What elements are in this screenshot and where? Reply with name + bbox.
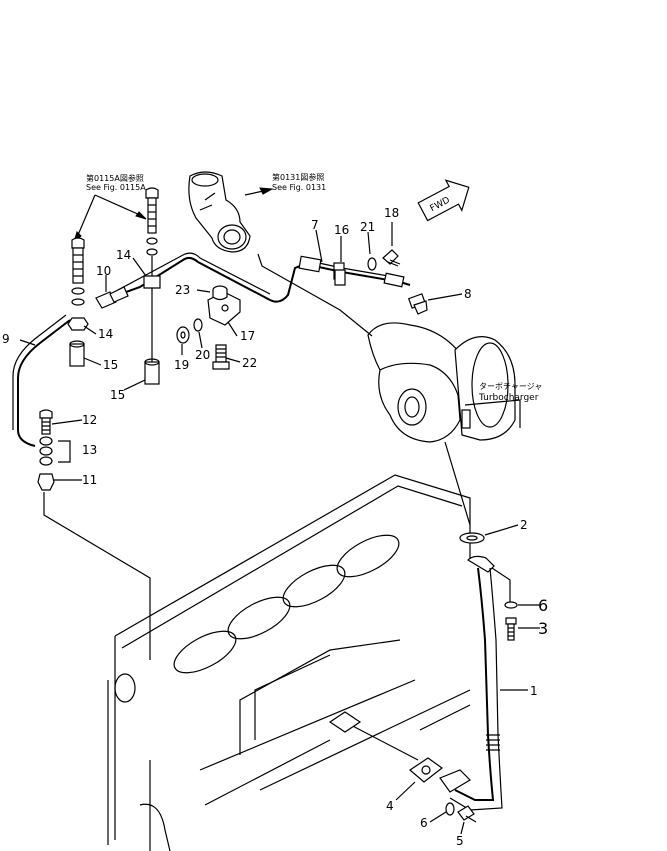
bolt-12	[39, 409, 53, 435]
part-label-11: 11	[82, 473, 97, 487]
part-label-8: 8	[464, 287, 472, 301]
bolt-5	[457, 805, 477, 823]
ref-fig-0131: See Fig. 0131	[272, 183, 326, 192]
oil-inlet-pipe	[117, 252, 411, 303]
part-label-7: 7	[311, 218, 319, 232]
washer-13	[39, 436, 53, 466]
part-label-16: 16	[334, 223, 349, 237]
part-label-9: 9	[2, 332, 10, 346]
nut-19	[176, 326, 190, 344]
gasket-2	[459, 532, 485, 544]
ref-fig-0115a-jp: 第0115A図参照	[86, 173, 144, 183]
part-label-14-left: 14	[98, 327, 113, 341]
ref-fig-0115a: See Fig. 0115A	[86, 183, 146, 192]
return-pipe-1	[439, 555, 503, 811]
ref-fig-0131-jp: 第0131図参照	[272, 172, 324, 182]
bolt-22	[212, 344, 230, 370]
connector-8	[407, 293, 428, 315]
part-label-4: 4	[386, 799, 394, 813]
turbocharger-label: Turbocharger	[478, 393, 539, 403]
center-bolt-stack	[143, 187, 161, 385]
part-labels: 7 16 21 18 8 10 14 23 14 15 15 9 12 13 1…	[2, 206, 548, 848]
part-label-15-left: 15	[103, 358, 118, 372]
part-label-14-top: 14	[116, 248, 131, 262]
part-label-5: 5	[456, 834, 464, 848]
part-label-15-center: 15	[110, 388, 125, 402]
hose-9	[12, 314, 71, 447]
part-label-19: 19	[174, 358, 189, 372]
part-label-3: 3	[538, 619, 548, 638]
fitting-11	[37, 473, 55, 491]
washer-20	[193, 318, 203, 332]
block-boss	[328, 711, 362, 733]
part-label-6-right: 6	[538, 596, 548, 615]
part-label-21: 21	[360, 220, 375, 234]
part-label-12: 12	[82, 413, 97, 427]
callout-leaders	[19, 222, 540, 835]
washer-6-bottom	[445, 802, 455, 816]
left-reference: 第0115A図参照 See Fig. 0115A	[73, 173, 147, 244]
connector-10	[95, 286, 129, 309]
turbocharger-label-jp: ターボチャージャ	[479, 382, 542, 391]
left-bolt-stack	[67, 237, 89, 367]
engine-block	[107, 474, 471, 851]
bolt-3	[505, 617, 517, 641]
bolt-18	[382, 249, 401, 267]
part-label-1: 1	[530, 684, 538, 698]
leader-lines	[43, 253, 511, 761]
washer-6-right	[504, 601, 518, 609]
part-label-23: 23	[175, 283, 190, 297]
washer-21	[367, 257, 377, 271]
part-label-18: 18	[384, 206, 399, 220]
part-label-17: 17	[240, 329, 255, 343]
part-label-20: 20	[195, 348, 210, 362]
part-label-13: 13	[82, 443, 97, 457]
part-label-22: 22	[242, 356, 257, 370]
fwd-arrow: FWD	[417, 179, 470, 222]
gasket-4	[409, 757, 444, 783]
spacer-23	[212, 285, 228, 301]
part-label-6-bottom: 6	[420, 816, 428, 830]
part-label-2: 2	[520, 518, 528, 532]
part-label-10: 10	[96, 264, 111, 278]
elbow-connector: 第0131図参照 See Fig. 0131	[188, 171, 326, 253]
turbocharger: ターボチャージャ Turbocharger	[367, 322, 542, 443]
